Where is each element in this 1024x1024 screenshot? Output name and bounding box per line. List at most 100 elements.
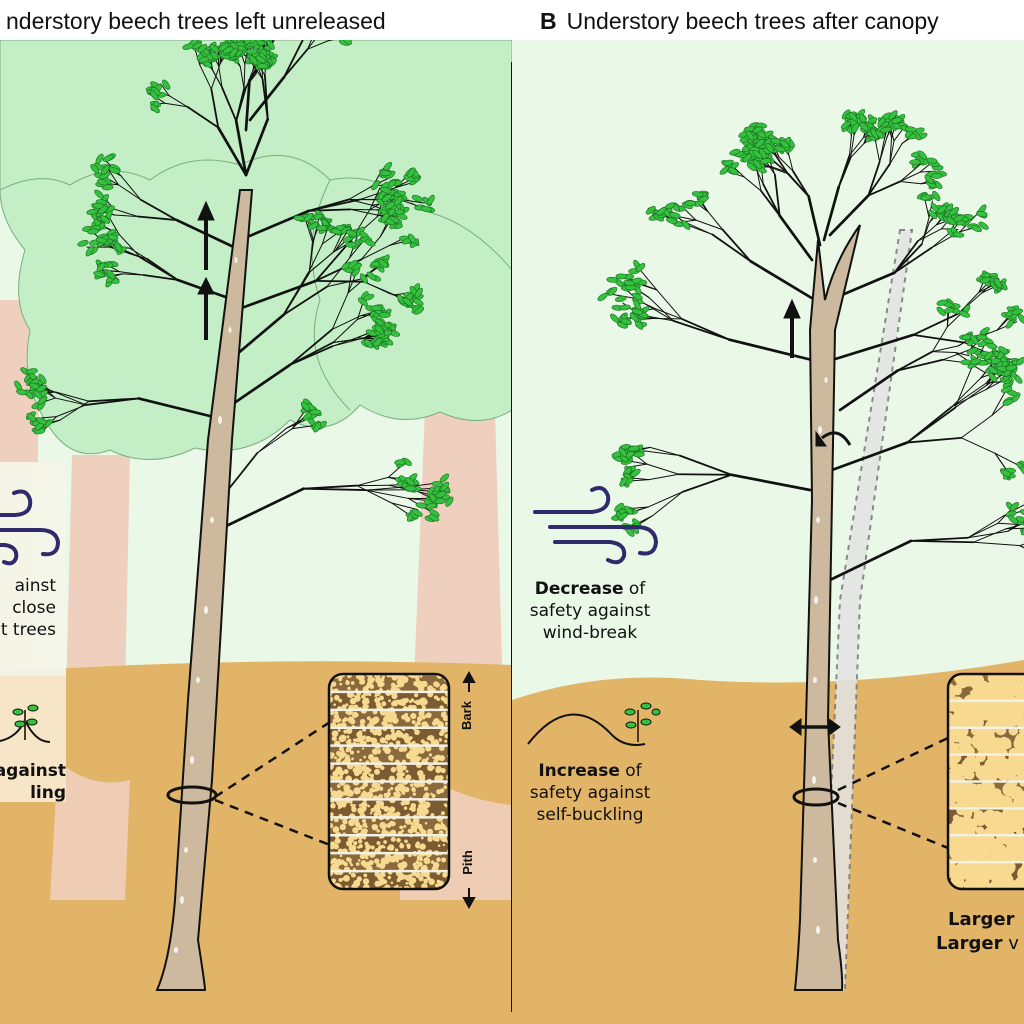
leaf bbox=[920, 194, 932, 201]
leaf bbox=[986, 342, 998, 350]
vessel bbox=[347, 686, 351, 691]
branch bbox=[946, 313, 961, 328]
ghost-trunk bbox=[820, 229, 914, 991]
vessel bbox=[366, 716, 371, 721]
leaf bbox=[256, 63, 269, 69]
vessel bbox=[434, 825, 439, 831]
branch bbox=[113, 208, 139, 218]
leaf bbox=[405, 477, 415, 487]
bark-speckles bbox=[812, 377, 828, 934]
vessel bbox=[381, 701, 387, 707]
vessel bbox=[379, 737, 386, 744]
branch bbox=[282, 285, 328, 316]
vessel bbox=[996, 743, 1004, 751]
bark-arrow-icon bbox=[462, 670, 476, 692]
vessel bbox=[361, 747, 365, 750]
leaf bbox=[979, 327, 990, 336]
branch bbox=[210, 66, 223, 89]
vessel bbox=[434, 754, 441, 761]
vessel bbox=[358, 803, 363, 807]
leaf bbox=[373, 337, 383, 347]
vessel bbox=[343, 717, 348, 722]
vessel bbox=[391, 693, 398, 700]
leaf bbox=[993, 278, 1002, 289]
leaf bbox=[308, 222, 319, 230]
leaf bbox=[381, 194, 393, 202]
branch bbox=[762, 163, 787, 173]
vessel bbox=[963, 769, 973, 780]
leaf bbox=[610, 313, 620, 323]
seedling-icon bbox=[0, 704, 51, 743]
leaf bbox=[315, 225, 328, 232]
branch bbox=[906, 436, 963, 444]
branch bbox=[308, 198, 362, 212]
branch bbox=[307, 249, 337, 274]
vessel bbox=[1005, 697, 1016, 709]
vessel bbox=[391, 700, 399, 707]
vessel bbox=[329, 822, 334, 829]
branch bbox=[348, 184, 374, 200]
leaf bbox=[633, 299, 642, 311]
vessel bbox=[989, 701, 1005, 718]
vessel bbox=[395, 675, 399, 679]
branch bbox=[787, 172, 810, 198]
leaf bbox=[246, 48, 258, 55]
vessel bbox=[430, 860, 435, 864]
branch bbox=[136, 215, 178, 221]
vessel bbox=[443, 785, 448, 790]
vessel bbox=[1012, 852, 1021, 861]
leaf bbox=[971, 224, 982, 233]
vessel bbox=[335, 766, 343, 774]
leaf bbox=[312, 0, 324, 3]
wood-section-b-frame bbox=[946, 672, 1024, 891]
vessel bbox=[343, 769, 349, 775]
leaf bbox=[719, 166, 730, 175]
leaf bbox=[445, 496, 454, 507]
leaf bbox=[26, 368, 38, 375]
branch bbox=[326, 278, 363, 288]
vessel bbox=[950, 873, 964, 886]
vessel bbox=[383, 840, 387, 844]
vessel bbox=[398, 746, 404, 753]
branch bbox=[350, 208, 381, 217]
leaf bbox=[983, 351, 994, 361]
leaf bbox=[722, 159, 734, 166]
branch bbox=[218, 65, 223, 89]
branch bbox=[305, 220, 314, 243]
leaf bbox=[779, 139, 790, 149]
vessel bbox=[443, 803, 447, 807]
leaf bbox=[620, 318, 632, 326]
vessel bbox=[442, 837, 448, 843]
vessel bbox=[365, 825, 368, 829]
vessel bbox=[401, 714, 407, 720]
vessel bbox=[389, 709, 396, 716]
vessel bbox=[362, 819, 367, 824]
leaf bbox=[615, 295, 627, 302]
branch bbox=[356, 485, 393, 504]
vessel bbox=[356, 713, 359, 717]
vessel bbox=[353, 803, 356, 807]
leaf bbox=[97, 179, 109, 186]
branch bbox=[954, 368, 972, 409]
vessel bbox=[973, 739, 982, 749]
leaf bbox=[266, 40, 275, 50]
vessel bbox=[443, 826, 448, 831]
vessel bbox=[333, 863, 340, 869]
vessel bbox=[395, 794, 400, 799]
vessel bbox=[419, 674, 423, 678]
branch bbox=[356, 476, 389, 487]
leaf bbox=[635, 263, 646, 273]
vessel bbox=[358, 730, 363, 735]
vessel bbox=[383, 805, 390, 812]
vessel bbox=[362, 878, 370, 885]
leaf bbox=[633, 451, 645, 458]
leaf bbox=[988, 372, 998, 383]
branch bbox=[302, 484, 358, 490]
leaf bbox=[101, 165, 110, 175]
leaf bbox=[412, 508, 423, 517]
leaf bbox=[931, 173, 943, 179]
leaf bbox=[413, 298, 424, 306]
vessel bbox=[439, 685, 446, 692]
leaf bbox=[987, 365, 998, 375]
leaf bbox=[150, 90, 159, 101]
